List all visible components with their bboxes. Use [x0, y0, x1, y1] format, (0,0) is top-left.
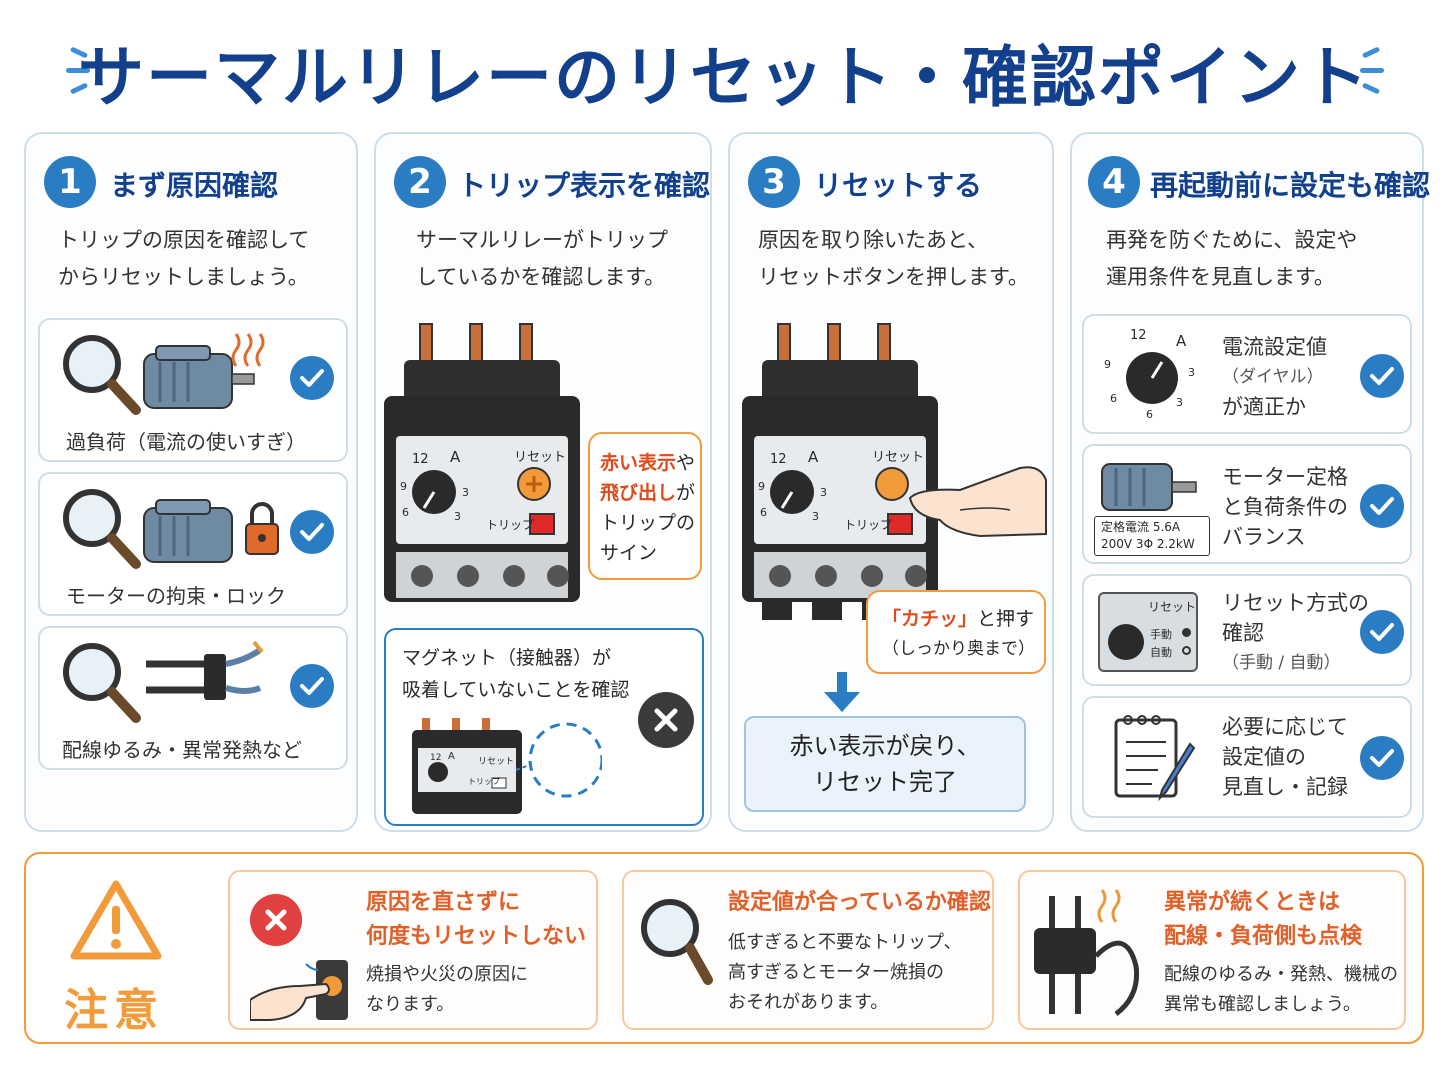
card-desc: 原因を取り除いたあと、リセットボタンを押します。	[758, 228, 1029, 289]
reset-label: リセット	[514, 450, 567, 465]
card-title: 再起動前に設定も確認	[1150, 169, 1431, 202]
card-setting-check: 4 再起動前に設定も確認 再発を防ぐために、設定や運用条件を見直します。 12 …	[1070, 132, 1430, 832]
thermal-relay-illustration: 12 A 9 3 6 3 リセット トリップ	[742, 320, 938, 620]
caution-desc: 焼損や火災の原因になります。	[366, 964, 528, 1015]
caution-title: 設定値が合っているか確認	[728, 890, 991, 915]
caution-title: 原因を直さずに何度もリセットしない	[366, 890, 587, 949]
trip-sign-callout: 赤い表示や 飛び出しが トリップの サイン	[588, 432, 702, 580]
card-title: リセットする	[814, 169, 983, 202]
current-dial-icon	[1126, 352, 1178, 404]
title-sparkle-right	[1358, 40, 1386, 100]
contactor-icon	[412, 718, 602, 814]
caution-box-wiring-inspect: 異常が続くときは配線・負荷側も点検 配線のゆるみ・発熱、機械の異常も確認しましょ…	[1018, 870, 1406, 1030]
overload-motor-icon	[63, 333, 265, 415]
warning-triangle-icon	[70, 880, 162, 960]
dial-unit: A	[450, 448, 461, 466]
notepad-pencil-icon	[1114, 715, 1196, 802]
card-title: まず原因確認	[110, 169, 279, 202]
caution-label: 注意	[64, 985, 164, 1036]
item-text: リセット方式の 確認 （手動 / 自動）	[1222, 591, 1369, 673]
card-title: トリップ表示を確認	[458, 169, 711, 202]
cause-item-wiring: 配線ゆるみ・異常発熱など	[38, 626, 348, 770]
item-text: 電流設定値 （ダイヤル） が適正か	[1222, 335, 1327, 419]
motor-icon	[1101, 463, 1197, 511]
x-icon	[638, 692, 694, 748]
setting-item-record: 必要に応じて 設定値の 見直し・記録	[1082, 696, 1412, 818]
locked-motor-icon	[63, 489, 279, 569]
magnet-check-box: マグネット（接触器）が吸着していないことを確認 12 A リセット トリップ	[384, 628, 704, 826]
check-icon	[290, 356, 334, 400]
check-icon	[1360, 484, 1404, 528]
arrow-down-icon	[824, 672, 860, 712]
check-icon	[1360, 610, 1404, 654]
caution-desc: 低すぎると不要なトリップ、高すぎるとモーター焼損のおそれがあります。	[728, 932, 962, 1013]
check-icon	[290, 664, 334, 708]
page-title-wrap: サーマルリレーのリセット・確認ポイント	[0, 22, 1448, 122]
cause-item-locked: モーターの拘束・ロック	[38, 472, 348, 616]
dial-label: 12	[412, 452, 429, 467]
click-press-callout: 「カチッ」と押す （しっかり奥まで）	[866, 590, 1046, 674]
trip-label: トリップ	[486, 518, 535, 532]
card-cause-check: 1 まず原因確認 トリップの原因を確認してからリセットしましょう。 過負荷（電流…	[24, 132, 358, 832]
reset-mode-panel: リセット 手動 自動	[1098, 592, 1198, 672]
mode-dial-icon	[1108, 624, 1144, 660]
x-icon	[250, 894, 302, 946]
item-text: 必要に応じて 設定値の 見直し・記録	[1222, 715, 1348, 799]
card-desc: サーマルリレーがトリップしているかを確認します。	[416, 228, 668, 289]
finger-press-icon	[908, 466, 1047, 538]
caution-box-no-repeat-reset: 原因を直さずに何度もリセットしない 焼損や火災の原因になります。	[228, 870, 598, 1030]
item-label: モーターの拘束・ロック	[66, 584, 286, 608]
step-number: 2	[394, 156, 446, 208]
magnifier-icon	[641, 899, 713, 985]
step-number: 3	[748, 156, 800, 208]
caution-section: 注意 原因を直さずに何度もリセットしない 焼損や火災の原因になります。 設定値が…	[24, 852, 1424, 1044]
check-icon	[1360, 736, 1404, 780]
page-title: サーマルリレーのリセット・確認ポイント	[78, 39, 1370, 116]
item-label: 過負荷（電流の使いすぎ）	[66, 430, 306, 454]
thermal-relay-illustration: 12 A 9 3 6 3 リセット トリップ	[384, 320, 580, 602]
rating-plate: 定格電流 5.6A 200V 3Φ 2.2kW	[1094, 516, 1210, 556]
item-label: 配線ゆるみ・異常発熱など	[62, 738, 302, 762]
check-icon	[1360, 354, 1404, 398]
wiring-icon	[63, 640, 264, 723]
setting-item-motor-rating: 定格電流 5.6A 200V 3Φ 2.2kW モーター定格 と負荷条件の バラ…	[1082, 444, 1412, 564]
caution-desc: 配線のゆるみ・発熱、機械の異常も確認しましょう。	[1164, 964, 1398, 1015]
wiring-connector-icon	[1034, 889, 1140, 1016]
setting-item-reset-mode: リセット 手動 自動 リセット方式の 確認 （手動 / 自動）	[1082, 574, 1412, 686]
cause-item-overload: 過負荷（電流の使いすぎ）	[38, 318, 348, 462]
reset-complete-box: 赤い表示が戻り、リセット完了	[744, 716, 1026, 812]
card-desc: 再発を防ぐために、設定や運用条件を見直します。	[1106, 228, 1358, 289]
item-text: モーター定格 と負荷条件の バランス	[1222, 465, 1348, 549]
caution-title: 異常が続くときは配線・負荷側も点検	[1164, 890, 1363, 949]
title-sparkle-left	[66, 40, 94, 100]
caution-box-setting-check: 設定値が合っているか確認 低すぎると不要なトリップ、高すぎるとモーター焼損のおそ…	[622, 870, 994, 1030]
setting-item-current: 12 A 9 3 6 6 3 電流設定値 （ダイヤル） が適正か	[1082, 314, 1412, 434]
magnet-text: マグネット（接触器）が吸着していないことを確認	[402, 647, 630, 701]
card-trip-indicator: 2 トリップ表示を確認 サーマルリレーがトリップしているかを確認します。 12 …	[374, 132, 712, 832]
card-desc: トリップの原因を確認してからリセットしましょう。	[58, 228, 310, 289]
step-number: 4	[1088, 156, 1140, 208]
step-number: 1	[44, 156, 96, 208]
press-button-hand-icon	[250, 960, 348, 1021]
check-icon	[290, 510, 334, 554]
card-reset: 3 リセットする 原因を取り除いたあと、リセットボタンを押します。 12 A	[728, 132, 1054, 832]
